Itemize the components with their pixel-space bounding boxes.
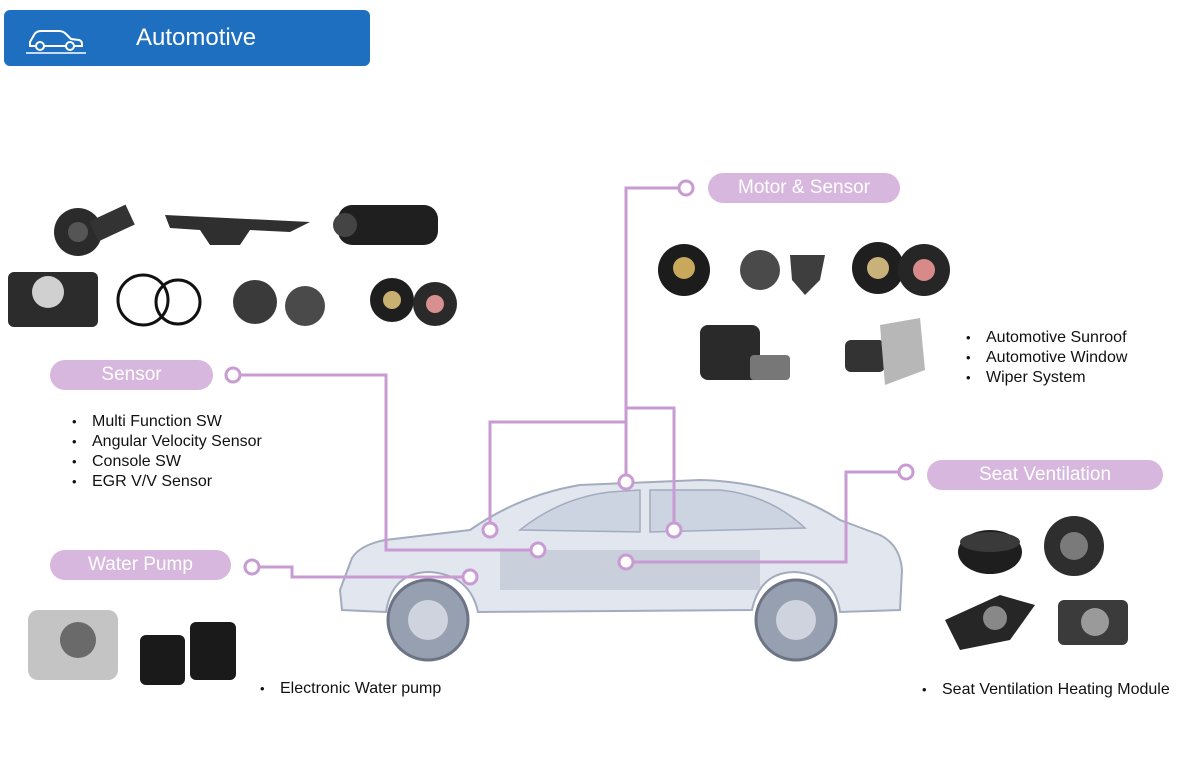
magnet-pair-image [852, 242, 950, 296]
motor-sensor-label: Motor & Sensor [708, 173, 900, 203]
pump-magnets-image [140, 622, 236, 685]
list-item: Console SW [72, 452, 262, 472]
seat-ventilation-label: Seat Ventilation [927, 460, 1163, 490]
sensor-list: Multi Function SW Angular Velocity Senso… [72, 412, 262, 492]
list-item: Wiper System [966, 368, 1127, 388]
list-item: Seat Ventilation Heating Module [922, 680, 1170, 700]
connector-lines [233, 186, 906, 579]
connector-sensor [233, 373, 538, 552]
oring-image [116, 273, 202, 327]
sensor-label: Sensor [50, 360, 213, 390]
list-item: Angular Velocity Sensor [72, 432, 262, 452]
connector-seat-ventilation [626, 470, 906, 564]
car-illustration [338, 478, 904, 662]
seat-ventilation-images [945, 516, 1128, 650]
connector-water-pump [252, 565, 470, 579]
connector-motor-sensor [624, 186, 686, 482]
magnet-discs-image [233, 280, 325, 326]
ring-magnets-image [370, 278, 457, 326]
water-pump-images [28, 610, 236, 685]
list-item: Automotive Sunroof [966, 328, 1127, 348]
heating-module-image [1058, 600, 1128, 645]
window-motor-image [700, 325, 790, 380]
category-header: Automotive [4, 10, 370, 66]
connector-motor-branch [488, 420, 626, 530]
console-switch-image [8, 272, 98, 327]
connector-dots [224, 179, 915, 586]
ring-magnet-image [658, 244, 710, 296]
multifunction-switch-image [165, 215, 310, 245]
egr-sensor-image [333, 205, 438, 245]
sensor-product-images [8, 204, 457, 327]
seat-fan-module-image [945, 595, 1035, 650]
list-item: Automotive Window [966, 348, 1127, 368]
ventilation-ring-image [958, 530, 1022, 574]
electronic-water-pump-image [28, 610, 118, 680]
water-pump-list: Electronic Water pump [260, 679, 441, 699]
motor-product-images [658, 242, 950, 385]
wiper-motor-image [845, 318, 925, 385]
list-item: Multi Function SW [72, 412, 262, 432]
fan-impeller-image [1044, 516, 1104, 576]
page-title: Automotive [136, 24, 257, 51]
list-item: Electronic Water pump [260, 679, 441, 699]
car-icon [26, 30, 86, 54]
connector-motor-branch-right [626, 406, 676, 530]
rotary-sensor-image [54, 204, 135, 256]
seat-ventilation-list: Seat Ventilation Heating Module [922, 680, 1170, 700]
sensor-caps-image [740, 250, 825, 295]
list-item: EGR V/V Sensor [72, 472, 262, 492]
water-pump-label: Water Pump [50, 550, 231, 580]
motor-sensor-list: Automotive Sunroof Automotive Window Wip… [966, 328, 1127, 388]
